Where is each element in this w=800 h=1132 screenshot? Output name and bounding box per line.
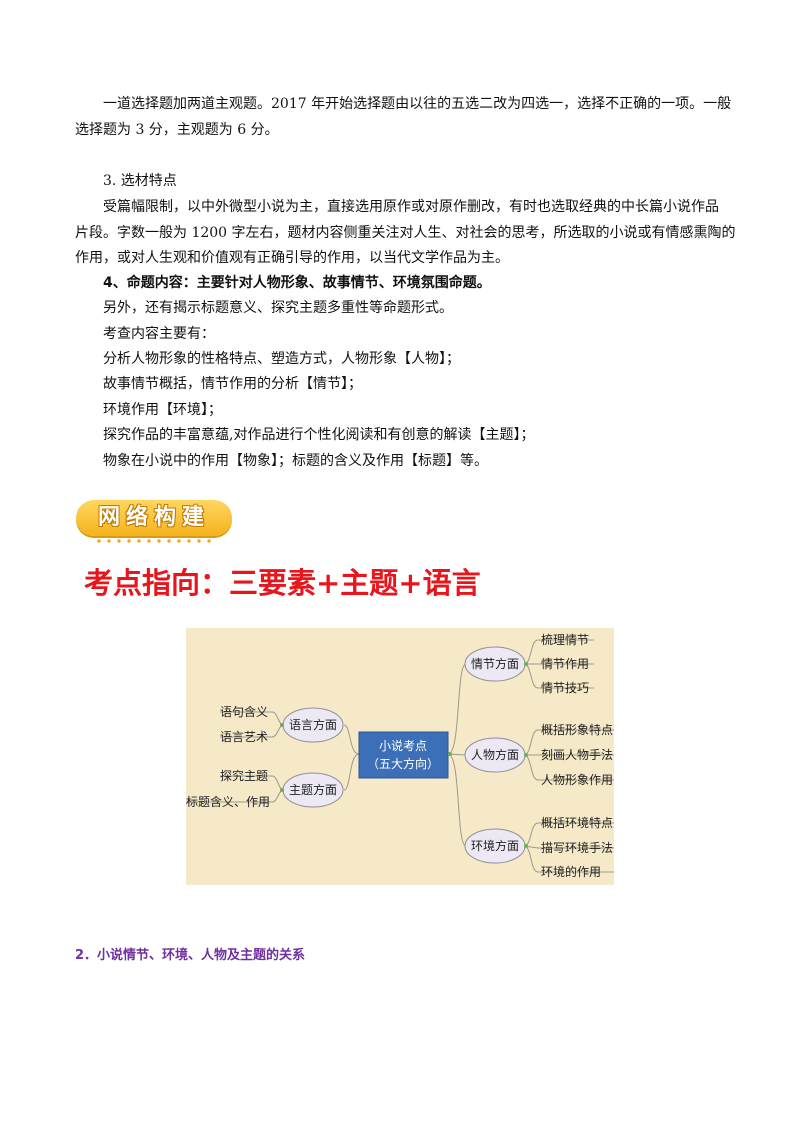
leaf-label: 刻画人物手法 <box>541 748 613 762</box>
section-heading-text: 4、命题内容：主要针对人物形象、故事情节、环境氛围命题。 <box>103 275 491 291</box>
paragraph-line: 片段。字数一般为 1200 字左右，题材内容侧重关注对人生、对社会的思考，所选取… <box>75 225 736 241</box>
connector-dot <box>524 844 528 848</box>
paragraph-line: 考查内容主要有： <box>103 326 215 342</box>
connector-dot <box>280 788 284 792</box>
leaf-label: 情节作用 <box>541 657 589 671</box>
leaf-label: 描写环境手法 <box>541 840 613 855</box>
banner-pill <box>76 500 232 536</box>
branch-label-environment: 环境方面 <box>471 838 519 853</box>
list-item: 探究作品的丰富意蕴,对作品进行个性化阅读和有创意的解读【主题】； <box>103 427 535 443</box>
branch-label-theme: 主题方面 <box>289 782 337 797</box>
paragraph-line: 另外，还有揭示标题意义、探究主题多重性等命题形式。 <box>103 300 453 316</box>
paragraph-line: 受篇幅限制，以中外微型小说为主，直接选用原作或对原作删改，有时也选取经典的中长篇… <box>103 199 719 215</box>
leaf-label: 概括形象特点 <box>541 722 613 737</box>
paragraph-line: 一道选择题加两道主观题。2017 年开始选择题由以往的五选二改为四选一，选择不正… <box>103 96 732 112</box>
connector-dot <box>524 753 528 757</box>
center-node-line2: （五大方向） <box>367 756 439 771</box>
section-heading-2: 2．小说情节、环境、人物及主题的关系 <box>75 948 306 963</box>
center-node <box>358 731 449 779</box>
list-item: 环境作用【环境】； <box>103 402 222 418</box>
paragraph-line: 选择题为 3 分，主观题为 6 分。 <box>75 122 279 138</box>
leaf-label: 标题含义、作用 <box>186 794 270 809</box>
section-heading: 3. 选材特点 <box>103 173 177 189</box>
red-title: 考点指向：三要素+主题+语言 <box>84 566 481 600</box>
banner-dots <box>94 538 214 544</box>
leaf-label: 情节技巧 <box>541 681 589 695</box>
leaf-label: 概括环境特点 <box>541 815 613 830</box>
branch-label-plot: 情节方面 <box>471 656 519 671</box>
connector-dot <box>280 723 284 727</box>
paragraph-line: 作用，或对人生观和价值观有正确引导的作用，以当代文学作品为主。 <box>75 250 509 266</box>
leaf-label: 梳理情节 <box>541 632 589 647</box>
leaf-label: 语句含义 <box>220 704 268 719</box>
banner-text: 网络构建 <box>97 505 210 530</box>
leaf-label: 语言艺术 <box>220 730 268 744</box>
list-item: 故事情节概括，情节作用的分析【情节】； <box>103 376 362 392</box>
branch-label-character: 人物方面 <box>471 747 519 762</box>
leaf-label: 探究主题 <box>220 768 268 783</box>
leaf-label: 人物形象作用 <box>541 773 613 787</box>
leaf-label: 环境的作用 <box>541 864 601 879</box>
mind-map: 小说考点 （五大方向） 情节方面 人物方面 环境方面 语言方面 主题方面 梳理情… <box>186 628 614 885</box>
list-item: 物象在小说中的作用【物象】；标题的含义及作用【标题】等。 <box>103 453 488 469</box>
list-item: 分析人物形象的性格特点、塑造方式，人物形象【人物】； <box>103 351 460 367</box>
branch-label-language: 语言方面 <box>289 717 337 732</box>
section-heading: 4、命题内容：主要针对人物形象、故事情节、环境氛围命题。 <box>103 270 491 296</box>
section-banner: 网络构建 <box>74 496 234 544</box>
connector-dot <box>448 752 452 756</box>
center-node-line1: 小说考点 <box>379 738 427 753</box>
connector-dot <box>524 662 528 666</box>
